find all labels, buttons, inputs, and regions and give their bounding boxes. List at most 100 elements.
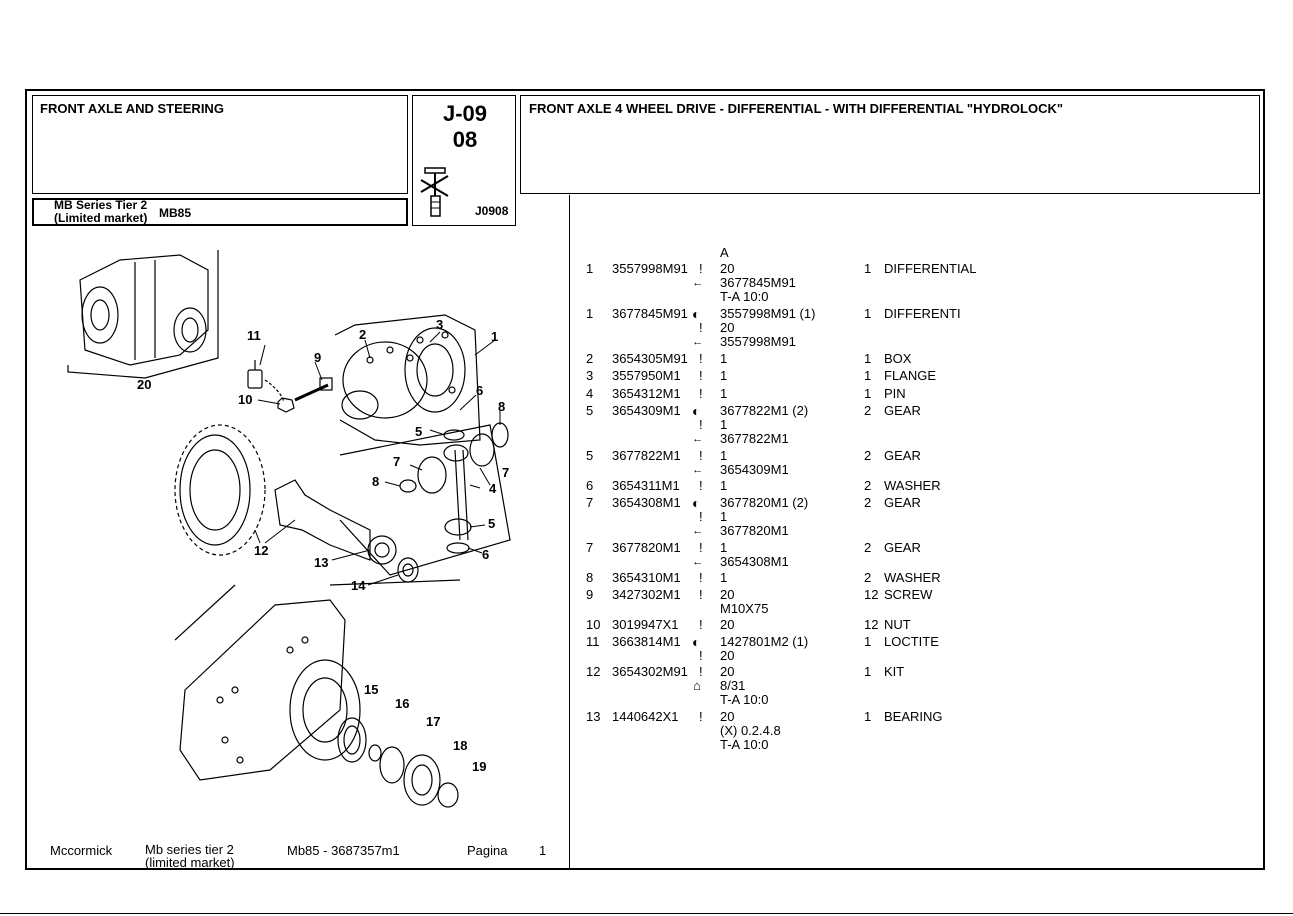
part-ref: 7 <box>586 495 594 510</box>
callout-2: 2 <box>359 327 367 342</box>
part-note: T-A 10:0 <box>720 289 769 304</box>
part-number: 3654312M1 <box>612 386 681 401</box>
part-description: BOX <box>884 351 912 366</box>
replacement-arrow-icon: → <box>692 336 703 348</box>
part-note: 3677820M1 (2) <box>720 495 809 510</box>
part-qty: 1 <box>864 306 872 321</box>
part-ref: 3 <box>586 368 594 383</box>
series-box: MB Series Tier 2 (Limited market) MB85 <box>32 198 408 226</box>
exclamation-icon: ! <box>699 617 703 632</box>
footer-brand: Mccormick <box>50 843 113 858</box>
column-divider <box>569 195 570 870</box>
replacement-arrow-icon: → <box>692 433 703 445</box>
part-ref: 1 <box>586 261 594 276</box>
part-description: GEAR <box>884 540 921 555</box>
exclamation-icon: ! <box>699 351 703 366</box>
part-note: 8/31 <box>720 678 746 693</box>
housing-assembly-inset <box>67 250 219 379</box>
part-qty: 2 <box>864 478 872 493</box>
part-number: 3677845M91 <box>612 306 688 321</box>
bolt-and-nut-group <box>247 360 333 413</box>
part-note: 1 <box>720 509 728 524</box>
exclamation-icon: ! <box>699 648 703 663</box>
exclamation-icon: ! <box>699 709 703 724</box>
part-note: 3677822M1 (2) <box>720 403 809 418</box>
part-ref: 7 <box>586 540 594 555</box>
exclamation-icon: ! <box>699 478 703 493</box>
part-note: 20 <box>720 709 735 724</box>
replacement-arrow-icon: → <box>692 277 703 289</box>
part-ref: 8 <box>586 570 594 585</box>
part-number: 3019947X1 <box>612 617 679 632</box>
callout-13: 13 <box>314 555 329 570</box>
part-ref: 5 <box>586 448 594 463</box>
part-note: 20 <box>720 617 735 632</box>
part-note: T-A 10:0 <box>720 737 769 752</box>
kit-icon: ⌂ <box>693 678 701 693</box>
differential-case-group <box>334 314 481 446</box>
part-ref: 10 <box>586 617 601 632</box>
part-number: 3654311M1 <box>612 478 680 493</box>
part-number: 3654308M1 <box>612 495 681 510</box>
part-note: 20 <box>720 587 735 602</box>
part-qty: 12 <box>864 587 879 602</box>
callout-14: 14 <box>351 578 366 593</box>
part-note: 20 <box>720 320 735 335</box>
part-ref: 6 <box>586 478 594 493</box>
exclamation-icon: ! <box>699 570 703 585</box>
part-description: DIFFERENTIAL <box>884 261 977 276</box>
callout-11: 11 <box>247 328 261 343</box>
part-note: 20 <box>720 664 735 679</box>
callout-19: 19 <box>472 759 487 774</box>
exclamation-icon: ! <box>699 320 703 335</box>
part-description: BEARING <box>884 709 943 724</box>
part-note: 3654309M1 <box>720 462 789 477</box>
page-title-box: FRONT AXLE 4 WHEEL DRIVE - DIFFERENTIAL … <box>520 95 1260 194</box>
leader-lines <box>254 331 501 586</box>
part-note: 3557998M91 (1) <box>720 306 816 321</box>
footer-page-number: 1 <box>539 843 547 858</box>
exclamation-icon: ! <box>699 386 703 401</box>
interchange-icon: ◐ <box>692 306 701 322</box>
part-ref: 4 <box>586 386 594 401</box>
part-number: 1440642X1 <box>612 709 679 724</box>
exploded-diagram <box>67 250 511 808</box>
part-note: 1427801M2 (1) <box>720 634 809 649</box>
part-number: 3427302M1 <box>612 587 681 602</box>
part-description: SCREW <box>884 587 933 602</box>
part-note: 3677820M1 <box>720 523 789 538</box>
page-bottom-rule <box>0 913 1293 914</box>
callout-3: 3 <box>436 317 444 332</box>
interchange-icon: ◐ <box>692 403 701 419</box>
part-number: 3677822M1 <box>612 448 681 463</box>
callout-20: 20 <box>137 377 152 392</box>
part-note: 1 <box>720 448 728 463</box>
callout-18: 18 <box>453 738 468 753</box>
callout-8b: 8 <box>372 474 380 489</box>
part-number: 3654310M1 <box>612 570 681 585</box>
section-title: FRONT AXLE AND STEERING <box>40 101 224 116</box>
callout-8: 8 <box>498 399 506 414</box>
lower-housing-group <box>174 584 361 781</box>
part-note: 1 <box>720 540 728 555</box>
part-description: GEAR <box>884 495 921 510</box>
part-qty: 2 <box>864 495 872 510</box>
interchange-icon: ◐ <box>692 495 701 511</box>
part-ref: 13 <box>586 709 601 724</box>
part-note: 20 <box>720 261 735 276</box>
callout-5b: 5 <box>488 516 496 531</box>
part-ref: 5 <box>586 403 594 418</box>
part-description: PIN <box>884 386 906 401</box>
part-note: 1 <box>720 478 728 493</box>
part-number: 3654305M91 <box>612 351 688 366</box>
part-qty: 1 <box>864 351 872 366</box>
group-code-box: J-09 08 J0908 <box>412 95 516 226</box>
part-description: NUT <box>884 617 911 632</box>
part-note: 1 <box>720 351 728 366</box>
part-number: 3654309M1 <box>612 403 681 418</box>
callout-15: 15 <box>364 682 379 697</box>
callout-5a: 5 <box>415 424 423 439</box>
callout-6b: 6 <box>482 547 490 562</box>
part-qty: 1 <box>864 386 872 401</box>
callout-4: 4 <box>489 481 497 496</box>
